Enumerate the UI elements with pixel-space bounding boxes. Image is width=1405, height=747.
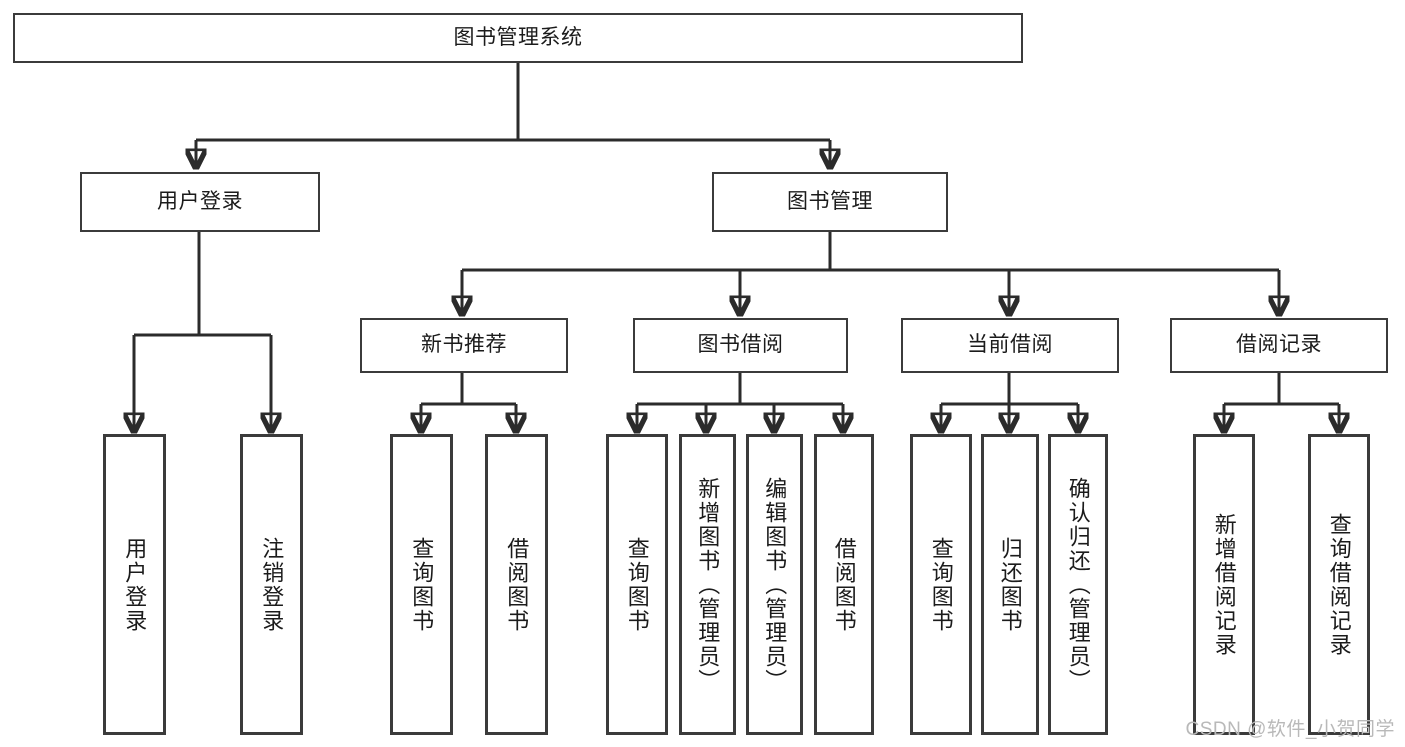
leaf-borrow-book[interactable]: 借阅图书 (814, 434, 874, 735)
leaf-query-borrow-record-label: 查询借阅记录 (1326, 512, 1352, 657)
leaf-add-book-admin-label: 新增图书（管理员） (695, 476, 721, 693)
node-book-borrow-label: 图书借阅 (697, 333, 784, 357)
leaf-borrow-book-recommend[interactable]: 借阅图书 (485, 434, 548, 735)
node-root-system[interactable]: 图书管理系统 (13, 13, 1023, 63)
node-borrow-record-label: 借阅记录 (1236, 333, 1322, 357)
leaf-edit-book-admin-label: 编辑图书（管理员） (762, 476, 788, 693)
node-current-borrow-label: 当前借阅 (967, 333, 1053, 357)
node-new-book-recommend[interactable]: 新书推荐 (360, 318, 568, 373)
node-book-manage-label: 图书管理 (787, 189, 873, 213)
node-user-login[interactable]: 用户登录 (80, 172, 320, 232)
leaf-return-book-label: 归还图书 (997, 536, 1023, 633)
leaf-add-book-admin[interactable]: 新增图书（管理员） (679, 434, 736, 735)
leaf-add-borrow-record[interactable]: 新增借阅记录 (1193, 434, 1255, 735)
leaf-query-book-current[interactable]: 查询图书 (910, 434, 972, 735)
leaf-edit-book-admin[interactable]: 编辑图书（管理员） (746, 434, 803, 735)
leaf-user-login-label: 用户登录 (122, 536, 148, 633)
node-user-login-label: 用户登录 (157, 189, 243, 213)
leaf-add-borrow-record-label: 新增借阅记录 (1211, 512, 1237, 657)
leaf-confirm-return-admin-label: 确认归还（管理员） (1065, 476, 1091, 693)
node-book-manage[interactable]: 图书管理 (712, 172, 948, 232)
leaf-query-book-recommend-label: 查询图书 (409, 536, 435, 633)
leaf-return-book[interactable]: 归还图书 (981, 434, 1039, 735)
node-current-borrow[interactable]: 当前借阅 (901, 318, 1119, 373)
leaf-confirm-return-admin[interactable]: 确认归还（管理员） (1048, 434, 1108, 735)
node-new-book-recommend-label: 新书推荐 (421, 333, 507, 357)
leaf-logout[interactable]: 注销登录 (240, 434, 303, 735)
leaf-query-book-recommend[interactable]: 查询图书 (390, 434, 453, 735)
leaf-borrow-book-label: 借阅图书 (831, 536, 857, 633)
node-borrow-record[interactable]: 借阅记录 (1170, 318, 1388, 373)
leaf-query-borrow-record[interactable]: 查询借阅记录 (1308, 434, 1370, 735)
node-book-borrow[interactable]: 图书借阅 (633, 318, 848, 373)
leaf-query-book-borrow[interactable]: 查询图书 (606, 434, 668, 735)
node-root-system-label: 图书管理系统 (453, 25, 583, 49)
leaf-user-login[interactable]: 用户登录 (103, 434, 166, 735)
watermark-text: CSDN @软件_小贺同学 (1185, 719, 1395, 740)
leaf-query-book-borrow-label: 查询图书 (624, 536, 650, 633)
leaf-query-book-current-label: 查询图书 (928, 536, 954, 633)
leaf-borrow-book-recommend-label: 借阅图书 (504, 536, 530, 633)
leaf-logout-label: 注销登录 (259, 536, 285, 633)
